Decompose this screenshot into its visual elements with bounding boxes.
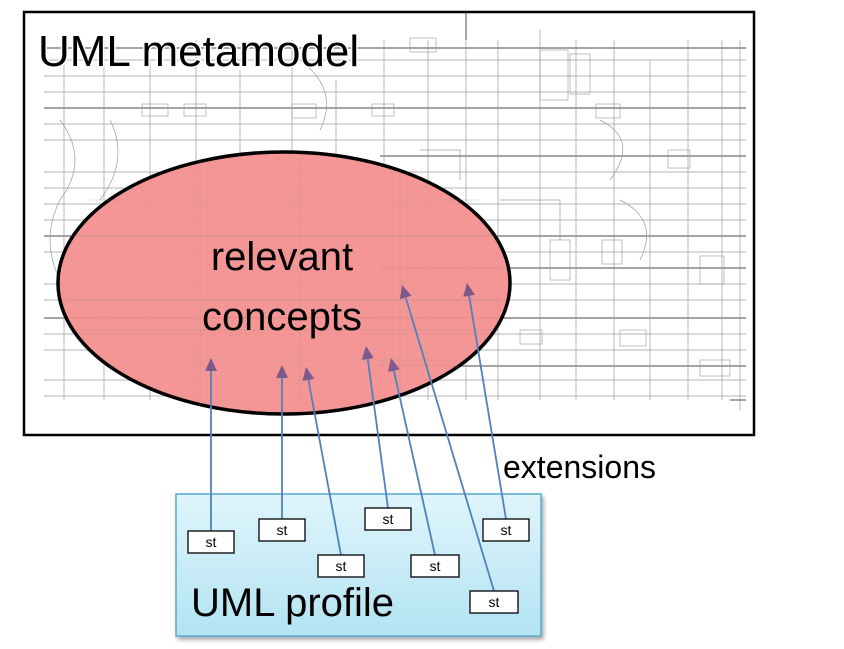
stereotype-box-frame [364,507,412,531]
stereotype-box-frame [410,554,460,578]
relevant-concepts-label-line1: relevant [211,235,353,279]
stereotype-box-frame [187,530,235,554]
stereotype-box-frame [469,590,519,614]
extension-arrowhead [205,358,217,371]
stereotype-label: st [489,594,500,610]
stereotype-box-frame [258,518,306,542]
extension-arrow-line [392,370,436,556]
relevant-concepts-ellipse [56,150,512,416]
extensions-label: extensions [503,449,656,485]
stereotype-box: st [482,518,530,542]
extension-arrowhead [361,346,374,360]
stereotype-label: st [336,558,347,574]
extension-arrow-line [468,295,507,520]
stereotype-box-frame [482,518,530,542]
stereotype-box: st [317,554,365,578]
stereotype-label: st [430,558,441,574]
extension-arrowhead [276,365,288,378]
stereotype-label: st [206,534,217,550]
extension-arrow-line [404,297,495,592]
stereotype-label: st [383,511,394,527]
stereotype-label: st [501,522,512,538]
extension-arrow-line [307,379,342,556]
stereotype-box: st [469,590,519,614]
stereotype-label: st [277,522,288,538]
stereotype-box-frame [317,554,365,578]
ellipse-inner-texture [66,160,500,400]
stereotype-box: st [364,507,412,531]
extension-arrows [205,283,507,592]
extension-arrowhead [388,358,400,372]
extension-arrowhead [463,283,475,297]
metamodel-title: UML metamodel [38,27,359,76]
stereotype-boxes: st st st st st st st [187,507,530,614]
extension-arrowhead [302,367,315,381]
extension-arrow-line [366,358,389,509]
relevant-concepts-region: relevant concepts [56,150,512,416]
stereotype-box: st [410,554,460,578]
extension-arrowhead [400,285,412,300]
uml-profile-label: UML profile [191,581,394,625]
relevant-concepts-label-line2: concepts [202,295,362,339]
stereotype-box: st [258,518,306,542]
stereotype-box: st [187,530,235,554]
